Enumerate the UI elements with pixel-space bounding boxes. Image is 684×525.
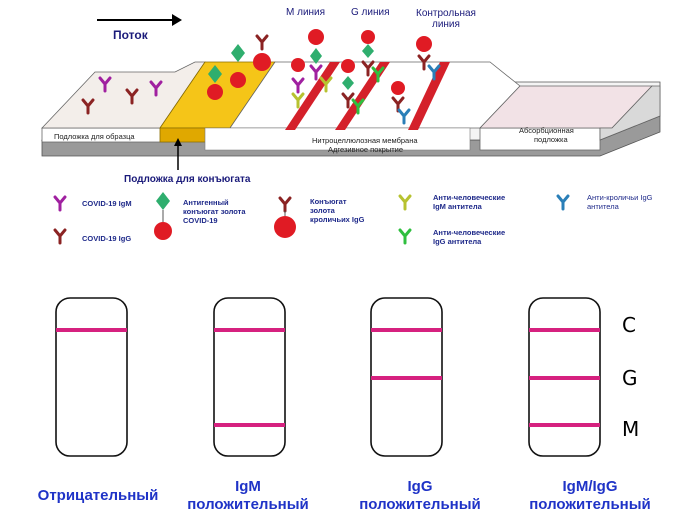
legend-anti-igg-label-2: IgG антитела [433, 237, 482, 246]
result-strip-1 [55, 297, 128, 457]
letter-m: M [622, 417, 640, 441]
legend-rabbit-label-2: золота [310, 206, 335, 215]
m-line-label: M линия [286, 7, 326, 18]
legend-anti-igm-label-2: IgM антитела [433, 202, 482, 211]
legend-antigen-label-2: конъюгат золота [183, 207, 246, 216]
legend-anti-igg-icon [398, 228, 412, 245]
legend-rabbit-label-1: Конъюгат [310, 197, 347, 206]
legend-anti-rabbit-label-2: антитела [587, 202, 619, 211]
absorbent-label-1: Абсорбционная [519, 126, 574, 135]
legend-anti-igm-label-1: Анти-человеческие [433, 193, 506, 202]
g-line-complexes-icon [341, 30, 385, 115]
legend-antigen-icon [154, 192, 172, 240]
legend-antigen-label-3: COVID-19 [183, 216, 218, 225]
legend-anti-igg-label-1: Анти-человеческие [433, 228, 506, 237]
result-strips [55, 297, 601, 457]
legend-rabbit-label-3: кроличьих IgG [310, 215, 365, 224]
absorbent-label-2: подложка [534, 135, 568, 144]
g-line-label: G линия [351, 7, 390, 18]
legend-antigen-label-1: Антигенный [183, 198, 229, 207]
membrane-label-1: Нитроцеллюлозная мембрана [312, 136, 418, 145]
conjugate-pad-label: Подложка для конъюгата [124, 174, 251, 185]
m-test-line [285, 62, 340, 130]
control-line-complexes-icon [391, 36, 441, 125]
control-test-line [408, 62, 450, 130]
flow-arrow-icon [97, 14, 182, 26]
m-line-complexes-icon [291, 29, 333, 109]
conjugate-particles-icon [207, 34, 271, 100]
membrane-label-2: Адгезивное покрытие [328, 145, 404, 154]
negative-label: Отрицательный [37, 487, 159, 504]
control-line-label: Контрольная линия [416, 8, 476, 30]
test-strip-3d [41, 61, 661, 157]
legend-igg-label: COVID-19 IgG [82, 234, 132, 243]
result-strip-2 [213, 297, 286, 457]
g-test-line [335, 62, 390, 130]
legend-anti-igm-icon [398, 194, 412, 211]
letter-g: G [622, 366, 638, 390]
legend-igm-label: COVID-19 IgM [82, 199, 132, 208]
legend-igm-icon [53, 195, 67, 212]
letter-c: C [622, 313, 636, 337]
legend-igg-icon [53, 228, 67, 245]
legend-anti-rabbit-icon [556, 194, 570, 211]
sample-pad-label: Подложка для образца [54, 132, 135, 141]
flow-label: Поток [113, 28, 148, 42]
legend-rabbit-icon [274, 196, 296, 238]
legend-anti-rabbit-label-1: Анти-кроличьи IgG [587, 193, 653, 202]
conjugate-pad-arrow-icon [174, 138, 182, 170]
